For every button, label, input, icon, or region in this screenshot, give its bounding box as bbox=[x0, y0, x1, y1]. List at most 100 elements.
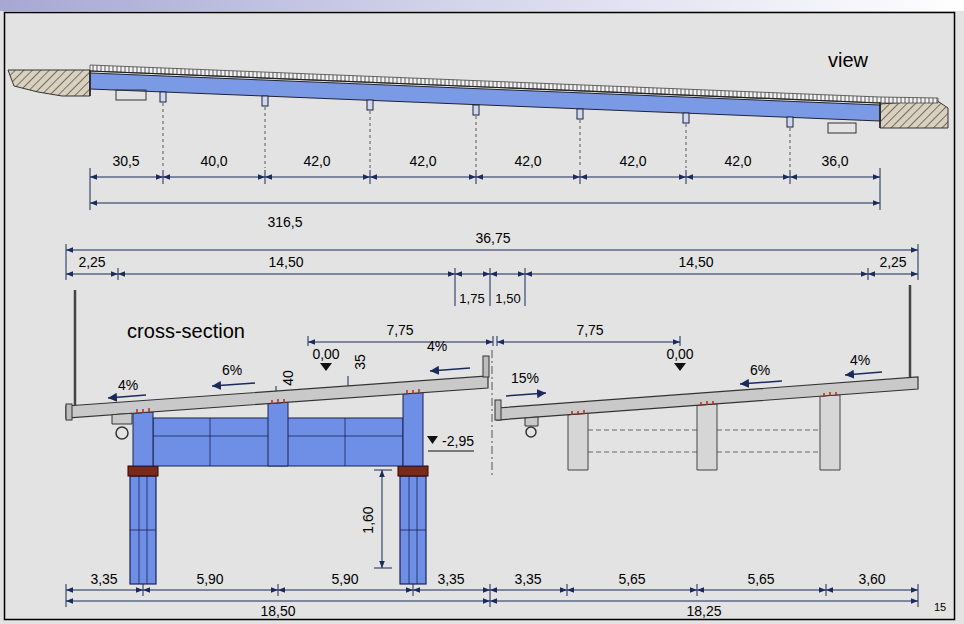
slope-arrows bbox=[108, 395, 146, 398]
dimension-lines bbox=[66, 250, 918, 251]
label-anchor: 15 bbox=[934, 602, 946, 613]
left-cross-section bbox=[142, 409, 144, 413]
level-label: 0,00 bbox=[312, 347, 339, 361]
right-cross-section bbox=[588, 452, 697, 453]
label-anchor: 1,60 bbox=[361, 506, 375, 533]
label-anchor: 3,35 bbox=[90, 572, 117, 586]
dimension-lines bbox=[163, 177, 265, 178]
level-label: -2,95 bbox=[442, 434, 474, 448]
level-marks bbox=[320, 363, 686, 444]
right-cross-section bbox=[700, 402, 702, 406]
page-number: 15 bbox=[934, 602, 946, 613]
right-cross-section bbox=[706, 401, 708, 405]
dimension-label: 30,5 bbox=[112, 154, 139, 168]
label-anchor: 2,25 bbox=[879, 255, 906, 269]
dimension-label: 5,65 bbox=[747, 572, 774, 586]
dimension-label: 5,90 bbox=[196, 572, 223, 586]
dimension-lines bbox=[490, 601, 918, 602]
left-cross-section bbox=[130, 530, 156, 531]
label-anchor: 7,75 bbox=[386, 323, 413, 337]
dimension-label: 18,50 bbox=[260, 604, 295, 618]
right-cross-section bbox=[495, 285, 918, 470]
dimension-lines bbox=[697, 590, 826, 591]
dimension-lines bbox=[918, 244, 919, 280]
dimension-label: 42,0 bbox=[409, 154, 436, 168]
label-anchor: 5,65 bbox=[747, 572, 774, 586]
slope-arrows bbox=[430, 368, 470, 371]
elevation-view bbox=[683, 113, 689, 123]
slope-label: 6% bbox=[750, 363, 770, 377]
dimension-lines bbox=[143, 590, 278, 591]
dimension-label: 7,75 bbox=[576, 323, 603, 337]
left-cross-section bbox=[133, 412, 153, 466]
dimension-label: 36,75 bbox=[475, 231, 510, 245]
dimension-lines bbox=[66, 274, 118, 275]
dimension-label: 3,35 bbox=[514, 572, 541, 586]
dimension-label: 7,75 bbox=[386, 323, 413, 337]
dimension-lines bbox=[868, 274, 918, 275]
dimension-lines bbox=[476, 177, 580, 178]
label-anchor: 2,25 bbox=[78, 255, 105, 269]
label-anchor: 42,0 bbox=[303, 154, 330, 168]
label-anchor: 42,0 bbox=[619, 154, 646, 168]
dimension-lines bbox=[880, 168, 881, 210]
dimension-label: 1,60 bbox=[361, 506, 375, 533]
right-cross-section bbox=[588, 430, 697, 431]
label-anchor: 4% bbox=[850, 353, 870, 367]
right-cross-section bbox=[495, 400, 501, 420]
elevation-view bbox=[8, 70, 90, 96]
dimension-lines bbox=[374, 470, 392, 471]
right-cross-section bbox=[525, 417, 538, 426]
elevation-view bbox=[8, 65, 948, 168]
dimension-lines bbox=[382, 470, 383, 568]
dimension-label: 35 bbox=[353, 354, 367, 370]
left-cross-section bbox=[288, 436, 403, 437]
label-anchor: -2,95 bbox=[442, 434, 474, 448]
left-cross-section bbox=[130, 476, 426, 584]
axis-line bbox=[492, 350, 493, 476]
elevation-view bbox=[163, 103, 790, 168]
elevation-view bbox=[787, 117, 793, 127]
dimension-lines bbox=[567, 590, 697, 591]
slope-label: 4% bbox=[427, 339, 447, 353]
level-marks bbox=[427, 436, 438, 444]
label-anchor: 316,5 bbox=[267, 215, 302, 229]
elevation-view bbox=[262, 96, 268, 106]
dimension-label: 40 bbox=[281, 370, 295, 386]
dimension-lines bbox=[680, 336, 681, 346]
dimension-lines bbox=[66, 601, 490, 602]
elevation-view bbox=[265, 107, 266, 168]
dimension-lines bbox=[66, 244, 918, 607]
dimension-lines bbox=[525, 274, 868, 275]
dimension-lines bbox=[90, 177, 163, 178]
left-cross-section bbox=[483, 356, 489, 377]
dimension-lines bbox=[370, 177, 476, 178]
label-anchor: 5,90 bbox=[331, 572, 358, 586]
right-cross-section bbox=[909, 285, 912, 379]
dimension-lines bbox=[490, 590, 567, 591]
dimension-label: 1,50 bbox=[495, 292, 520, 305]
elevation-view bbox=[90, 71, 880, 103]
elevation-view bbox=[790, 128, 791, 168]
left-cross-section bbox=[400, 476, 426, 584]
left-cross-section bbox=[66, 404, 72, 420]
label-anchor: 15% bbox=[511, 371, 539, 385]
slope-label: 15% bbox=[511, 371, 539, 385]
dimension-label: 14,50 bbox=[268, 255, 303, 269]
right-cross-section bbox=[497, 377, 918, 420]
left-cross-section bbox=[210, 418, 211, 466]
dimension-label: 2,25 bbox=[78, 255, 105, 269]
label-anchor: 5,65 bbox=[618, 572, 645, 586]
label-anchor: 40 bbox=[281, 370, 295, 386]
dimension-lines bbox=[686, 177, 790, 178]
dimension-lines bbox=[90, 168, 91, 210]
left-cross-section bbox=[136, 409, 138, 413]
elevation-view bbox=[473, 105, 479, 115]
label-anchor: 3,35 bbox=[514, 572, 541, 586]
right-cross-section bbox=[572, 392, 836, 415]
elevation-view bbox=[580, 120, 581, 168]
label-anchor: 36,0 bbox=[821, 154, 848, 168]
dimension-lines bbox=[826, 590, 918, 591]
dimension-lines bbox=[580, 177, 686, 178]
label-anchor: 6% bbox=[750, 363, 770, 377]
